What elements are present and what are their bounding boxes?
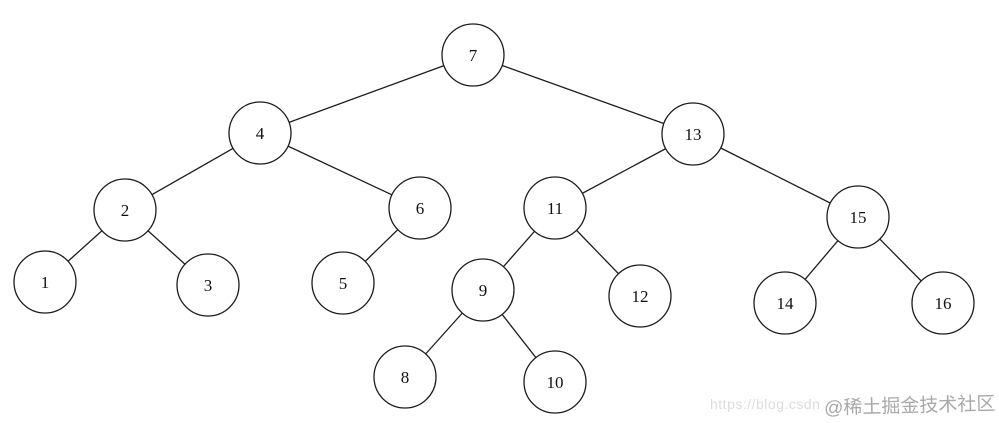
tree-node-15: 15: [826, 185, 890, 249]
tree-node-circle-10: [523, 350, 587, 414]
tree-node-label-11: 11: [547, 199, 563, 218]
tree-node-circle-3: [176, 253, 240, 317]
tree-node-circle-4: [228, 101, 292, 165]
tree-node-label-13: 13: [685, 125, 702, 144]
tree-node-circle-11: [523, 176, 587, 240]
tree-node-label-1: 1: [41, 273, 50, 292]
tree-node-8: 8: [373, 345, 437, 409]
tree-node-16: 16: [911, 271, 975, 335]
tree-node-circle-13: [661, 102, 725, 166]
tree-node-5: 5: [311, 251, 375, 315]
tree-node-label-2: 2: [121, 201, 130, 220]
tree-node-3: 3: [176, 253, 240, 317]
tree-node-9: 9: [451, 258, 515, 322]
tree-node-circle-14: [753, 271, 817, 335]
tree-node-circle-1: [13, 250, 77, 314]
tree-node-label-10: 10: [547, 373, 564, 392]
tree-node-13: 13: [661, 102, 725, 166]
tree-node-10: 10: [523, 350, 587, 414]
tree-node-circle-5: [311, 251, 375, 315]
tree-node-label-8: 8: [401, 368, 410, 387]
tree-node-label-16: 16: [935, 294, 952, 313]
tree-node-circle-12: [608, 264, 672, 328]
tree-node-2: 2: [93, 178, 157, 242]
tree-node-circle-16: [911, 271, 975, 335]
tree-node-label-3: 3: [204, 276, 213, 295]
tree-node-14: 14: [753, 271, 817, 335]
tree-node-circle-15: [826, 185, 890, 249]
tree-node-circle-9: [451, 258, 515, 322]
tree-node-12: 12: [608, 264, 672, 328]
tree-node-label-4: 4: [256, 124, 265, 143]
tree-edge-7-4: [259, 54, 474, 134]
tree-node-4: 4: [228, 101, 292, 165]
tree-node-label-5: 5: [339, 274, 348, 293]
tree-node-circle-6: [388, 176, 452, 240]
tree-node-circle-8: [373, 345, 437, 409]
tree-node-label-12: 12: [632, 287, 649, 306]
tree-node-1: 1: [13, 250, 77, 314]
tree-node-label-9: 9: [479, 281, 488, 300]
tree-node-label-7: 7: [469, 46, 478, 65]
tree-node-7: 7: [441, 23, 505, 87]
tree-node-11: 11: [523, 176, 587, 240]
tree-node-circle-2: [93, 178, 157, 242]
tree-node-label-6: 6: [416, 199, 425, 218]
watermark-community-text: @稀土掘金技术社区: [823, 393, 996, 420]
tree-edge-7-13: [472, 54, 694, 135]
tree-node-circle-7: [441, 23, 505, 87]
watermark-url-text: https://blog.csdn: [710, 396, 821, 412]
tree-node-6: 6: [388, 176, 452, 240]
tree-node-label-15: 15: [850, 208, 867, 227]
tree-node-label-14: 14: [777, 294, 795, 313]
